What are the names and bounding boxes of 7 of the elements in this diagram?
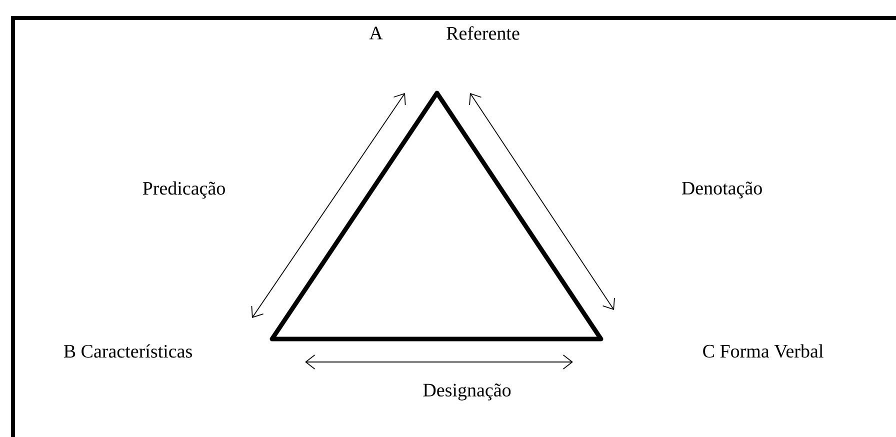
label: A	[369, 26, 383, 40]
label: Referente	[446, 26, 520, 40]
label: Designação	[423, 384, 511, 400]
label: Predicação	[142, 181, 225, 199]
label: C Forma Verbal	[703, 344, 824, 358]
label: Denotação	[682, 182, 762, 198]
label: B Características	[64, 344, 192, 358]
